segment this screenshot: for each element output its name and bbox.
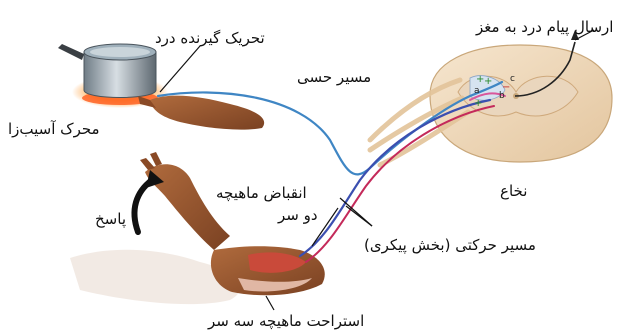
marker-a: a (474, 86, 480, 96)
label-response: پاسخ (95, 210, 126, 228)
lower-arm (211, 246, 325, 295)
label-send-pain-message: ارسال پیام درد به مغز (476, 18, 613, 36)
label-motor-pathway: مسیر حرکتی (بخش پیکری) (364, 236, 536, 254)
label-harmful-stimulus: محرک آسیب‌زا (8, 120, 100, 138)
touching-hand (138, 96, 264, 130)
marker-minus-1: − (502, 82, 510, 93)
label-stimulus-receptor: تحریک گیرنده درد (155, 29, 265, 47)
marker-plus-2: + (484, 76, 492, 87)
marker-c: c (510, 74, 515, 84)
label-biceps-contraction-1: انقباض ماهیچه (216, 184, 307, 202)
response-arrow (134, 170, 164, 232)
hot-pot (58, 44, 168, 108)
label-sensory-pathway: مسیر حسی (297, 68, 371, 86)
label-biceps-contraction-2: دو سر (278, 206, 318, 224)
label-spinal-cord: نخاع (500, 182, 527, 200)
marker-plus-3: + (474, 98, 482, 109)
label-triceps-relaxation: استراحت ماهیچه سه سر (208, 312, 364, 330)
